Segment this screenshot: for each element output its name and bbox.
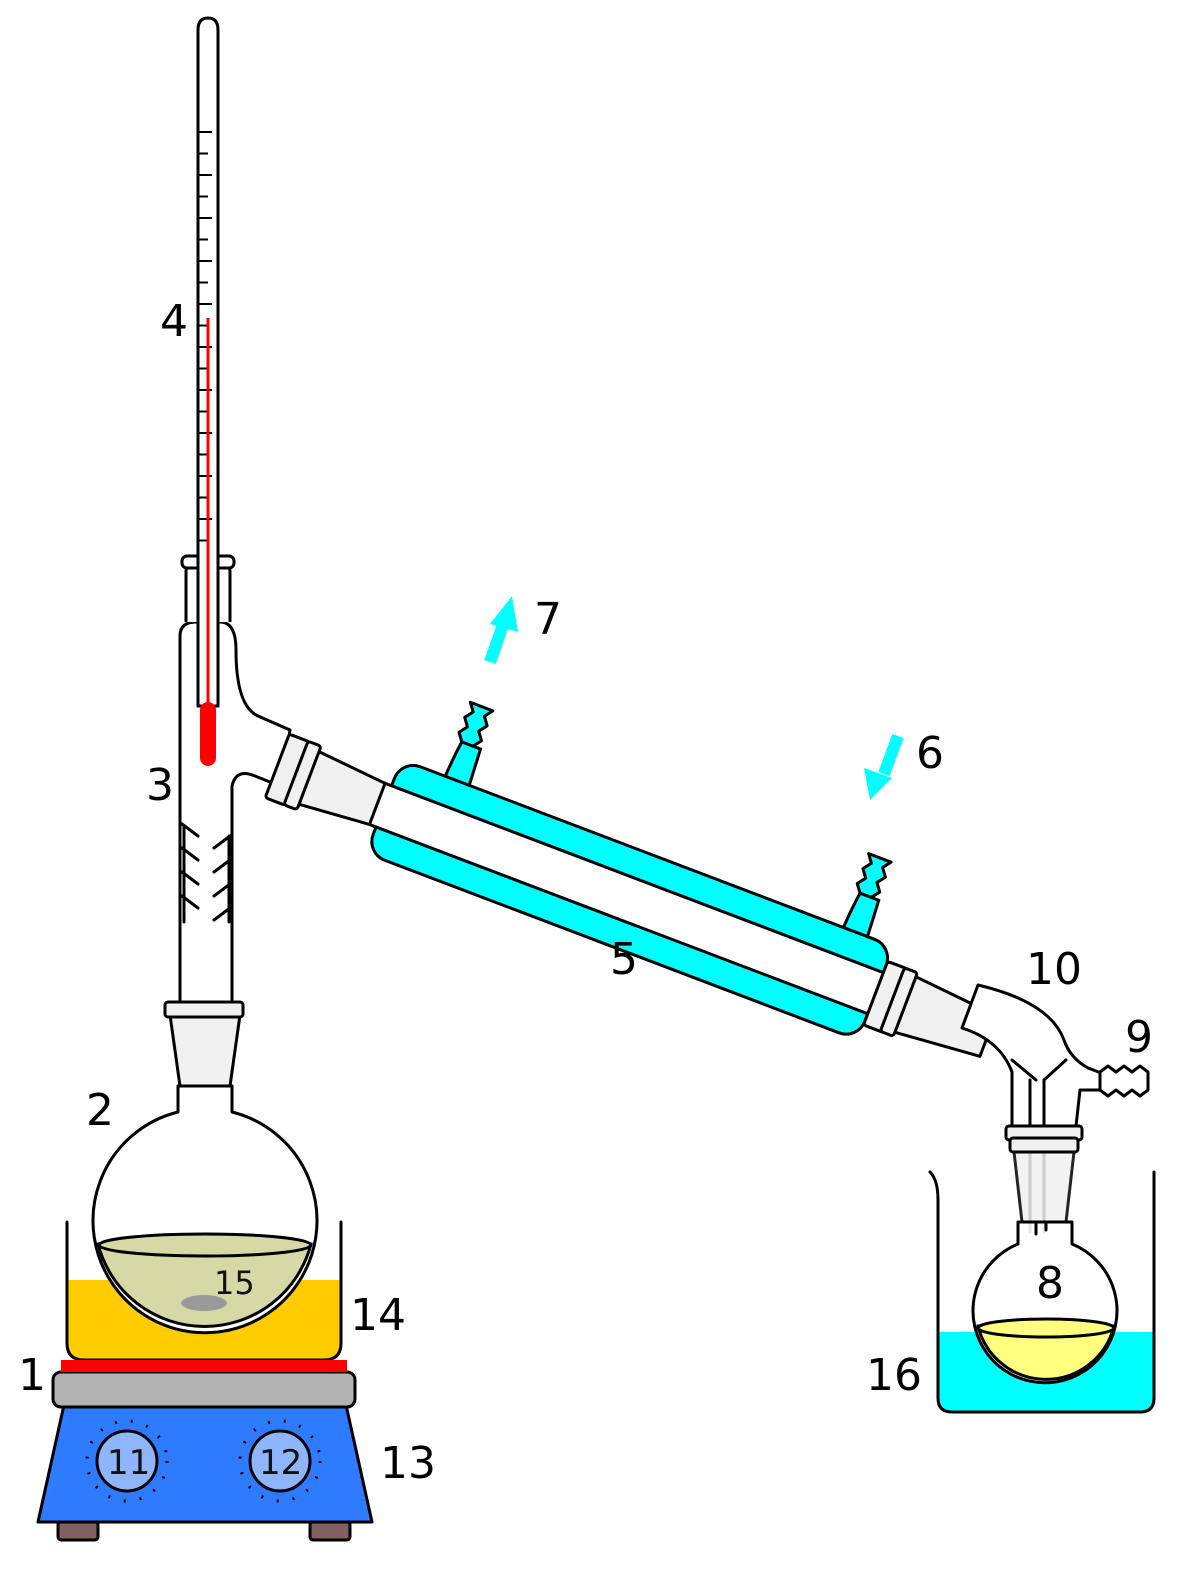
- label-15: 15: [214, 1264, 255, 1302]
- cooling-water-out-arrow: [484, 596, 518, 664]
- still-head-joint: [163, 1000, 245, 1088]
- stirrer-speed-knob: [238, 1419, 322, 1503]
- label-1: 1: [18, 1350, 46, 1401]
- label-2: 2: [86, 1085, 114, 1136]
- stir-bar: [181, 1295, 227, 1311]
- heating-element: [61, 1360, 347, 1372]
- cooling-water-in-arrow: [864, 733, 904, 800]
- thermometer: [196, 16, 220, 766]
- label-10: 10: [1026, 944, 1082, 995]
- stirrer-hotplate: [36, 1360, 374, 1542]
- label-6: 6: [916, 728, 944, 779]
- heat-control-knob: [85, 1419, 169, 1503]
- label-12: 12: [259, 1443, 302, 1483]
- label-8: 8: [1036, 1258, 1064, 1309]
- still-pot-flask: [91, 1084, 319, 1335]
- label-11: 11: [107, 1443, 150, 1483]
- liebig-condenser: [264, 700, 998, 1058]
- label-14: 14: [350, 1290, 406, 1341]
- label-4: 4: [160, 296, 188, 347]
- label-9: 9: [1125, 1012, 1153, 1063]
- label-7: 7: [534, 594, 562, 645]
- label-3: 3: [146, 760, 174, 811]
- label-16: 16: [866, 1350, 922, 1401]
- label-13: 13: [380, 1438, 436, 1489]
- receiver-adapter: [960, 983, 1150, 1234]
- label-5: 5: [610, 934, 638, 985]
- receiving-flask: [971, 1220, 1119, 1385]
